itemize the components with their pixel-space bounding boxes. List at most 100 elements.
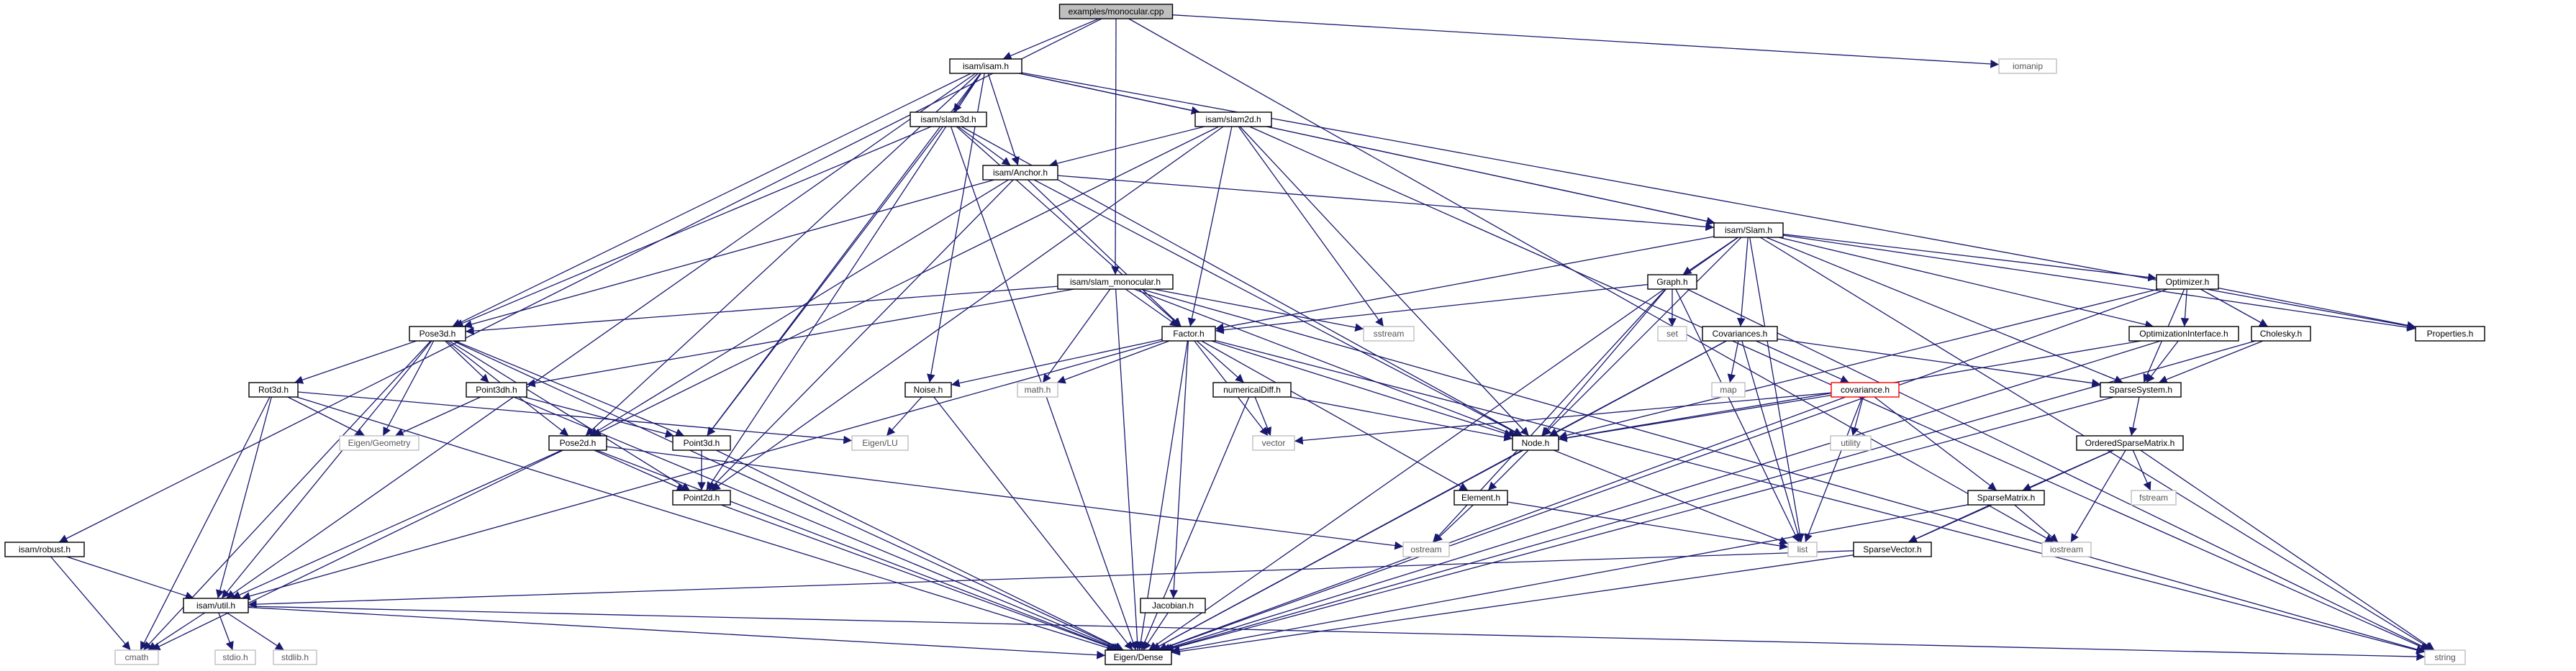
node-jacobian-h[interactable]: Jacobian.h bbox=[1140, 598, 1206, 613]
node-slam-h[interactable]: isam/Slam.h bbox=[1713, 222, 1784, 238]
edge-rot3d_h-to-eigen_geometry bbox=[287, 396, 366, 437]
node-box bbox=[1140, 598, 1206, 613]
edge-graph_h-to-node_h bbox=[1541, 288, 1666, 437]
edge-covariance_h-to-utility bbox=[1851, 396, 1864, 437]
node-noise-h[interactable]: Noise.h bbox=[904, 382, 952, 398]
node-sparsevector-h[interactable]: SparseVector.h bbox=[1853, 542, 1932, 557]
edge-monocular-to-isam_h bbox=[1002, 18, 1099, 60]
edge-isam_h-to-anchor_h bbox=[987, 73, 1020, 166]
node-covariance-h[interactable]: covariance.h bbox=[1831, 382, 1900, 398]
edge-pose2d_h-to-util_h bbox=[232, 449, 562, 599]
edge-slam_mono_h-to-sstream bbox=[1153, 288, 1364, 332]
node-properties-h[interactable]: Properties.h bbox=[2415, 326, 2485, 342]
node-map: map bbox=[1711, 382, 1746, 398]
node-label: Properties.h bbox=[2427, 329, 2474, 339]
node-box bbox=[1252, 435, 1295, 451]
node-monocular[interactable]: examples/monocular.cpp bbox=[1058, 4, 1174, 19]
node-util-h[interactable]: isam/util.h bbox=[183, 598, 249, 613]
node-label: Noise.h bbox=[914, 385, 943, 395]
node-box bbox=[1711, 382, 1746, 398]
node-label: Graph.h bbox=[1656, 277, 1687, 287]
node-fstream: fstream bbox=[2131, 490, 2177, 506]
node-label: covariance.h bbox=[1841, 385, 1890, 395]
edge-robust_h-to-cmath bbox=[50, 556, 131, 651]
node-point3dh-h[interactable]: Point3dh.h bbox=[466, 382, 527, 398]
edge-sparsematrix_h-to-eigen_dense bbox=[1171, 504, 1969, 654]
node-label: Point3d.h bbox=[684, 438, 720, 448]
edge-covariances_h-to-covariance_h bbox=[1756, 340, 1849, 383]
node-stdio-h: stdio.h bbox=[214, 649, 256, 665]
edge-robust_h-to-util_h bbox=[66, 556, 194, 600]
node-label: string bbox=[2434, 652, 2455, 662]
node-pose3d-h[interactable]: Pose3d.h bbox=[409, 326, 466, 342]
edge-factor_h-to-noise_h bbox=[951, 339, 1163, 388]
node-eigen-dense[interactable]: Eigen/Dense bbox=[1105, 649, 1172, 665]
node-box bbox=[2424, 649, 2466, 665]
edge-util_h-to-stdlib_h bbox=[226, 612, 285, 651]
node-sparsesystem-h[interactable]: SparseSystem.h bbox=[2100, 382, 2182, 398]
node-box bbox=[1830, 435, 1872, 451]
node-box bbox=[1713, 222, 1784, 238]
node-label: Pose3d.h bbox=[419, 329, 456, 339]
node-optimizer-h[interactable]: Optimizer.h bbox=[2156, 274, 2219, 290]
node-slam3d-h[interactable]: isam/slam3d.h bbox=[910, 111, 987, 127]
node-robust-h[interactable]: isam/robust.h bbox=[4, 542, 85, 557]
node-node-h[interactable]: Node.h bbox=[1512, 435, 1559, 451]
node-covariances-h[interactable]: Covariances.h bbox=[1702, 326, 1778, 342]
edge-covariance_h-to-node_h bbox=[1558, 394, 1832, 442]
node-rot3d-h[interactable]: Rot3d.h bbox=[248, 382, 299, 398]
edge-slam_h-to-factor_h bbox=[1215, 236, 1715, 332]
node-box bbox=[339, 435, 419, 451]
node-point3d-h[interactable]: Point3d.h bbox=[672, 435, 731, 451]
node-box bbox=[409, 326, 466, 342]
node-label: Pose2d.h bbox=[560, 438, 597, 448]
edge-slam_mono_h-to-node_h bbox=[1133, 288, 1518, 437]
node-optint-h[interactable]: OptimizationInterface.h bbox=[2128, 326, 2239, 342]
node-box bbox=[672, 490, 731, 506]
edge-node_h-to-eigen_dense bbox=[1151, 449, 1523, 651]
edge-noise_h-to-eigen_dense bbox=[933, 396, 1133, 651]
node-slam2d-h[interactable]: isam/slam2d.h bbox=[1194, 111, 1272, 127]
edge-covariance_h-to-sparsematrix_h bbox=[1874, 396, 1997, 491]
node-osm-h[interactable]: OrderedSparseMatrix.h bbox=[2076, 435, 2184, 451]
node-box bbox=[548, 435, 607, 451]
edge-isam_h-to-point2d_h bbox=[706, 73, 981, 491]
edge-isam_h-to-pose3d_h bbox=[452, 73, 971, 327]
node-factor-h[interactable]: Factor.h bbox=[1161, 326, 1216, 342]
node-graph-h[interactable]: Graph.h bbox=[1647, 274, 1697, 290]
node-label: fstream bbox=[2139, 493, 2168, 503]
edge-slam3d_h-to-point3d_h bbox=[707, 126, 943, 437]
edge-slam_h-to-eigen_dense bbox=[1148, 237, 1739, 651]
edge-slam_h-to-node_h bbox=[1542, 237, 1742, 437]
node-label: Cholesky.h bbox=[2260, 329, 2302, 339]
node-iostream: iostream bbox=[2041, 542, 2092, 557]
edge-slam_h-to-list bbox=[1749, 237, 1805, 543]
node-box bbox=[1453, 490, 1508, 506]
edge-rot3d_h-to-eigen_lu bbox=[297, 391, 853, 444]
edge-slam_h-to-covariances_h bbox=[1736, 237, 1749, 327]
node-slam-mono-h[interactable]: isam/slam_monocular.h bbox=[1057, 274, 1174, 290]
edge-slam_mono_h-to-eigen_dense bbox=[1115, 288, 1142, 651]
node-eigen-geometry: Eigen/Geometry bbox=[339, 435, 419, 451]
node-cholesky-h[interactable]: Cholesky.h bbox=[2251, 326, 2311, 342]
node-box bbox=[1402, 542, 1450, 557]
edge-slam_h-to-optint_h bbox=[1778, 237, 2154, 329]
edge-jacobian_h-to-eigen_dense bbox=[1143, 612, 1169, 651]
edge-slam2d_h-to-point2d_h bbox=[711, 126, 1224, 491]
node-sparsematrix-h[interactable]: SparseMatrix.h bbox=[1967, 490, 2045, 506]
node-isam-h[interactable]: isam/isam.h bbox=[949, 58, 1022, 74]
node-anchor-h[interactable]: isam/Anchor.h bbox=[982, 165, 1058, 181]
node-numdiff-h[interactable]: numericalDiff.h bbox=[1212, 382, 1292, 398]
edge-factor_h-to-numdiff_h bbox=[1196, 340, 1245, 383]
edge-monocular-to-robust_h bbox=[58, 18, 1102, 543]
node-label: Jacobian.h bbox=[1152, 601, 1194, 611]
node-element-h[interactable]: Element.h bbox=[1453, 490, 1508, 506]
node-box bbox=[2131, 490, 2177, 506]
edge-pose2d_h-to-cmath bbox=[151, 449, 563, 651]
node-box bbox=[183, 598, 249, 613]
node-pose2d-h[interactable]: Pose2d.h bbox=[548, 435, 607, 451]
edge-util_h-to-string bbox=[248, 606, 2426, 661]
edge-covariances_h-to-sparsesystem_h bbox=[1777, 338, 2101, 388]
edge-slam_mono_h-to-factor_h bbox=[1125, 288, 1179, 327]
node-point2d-h[interactable]: Point2d.h bbox=[672, 490, 731, 506]
